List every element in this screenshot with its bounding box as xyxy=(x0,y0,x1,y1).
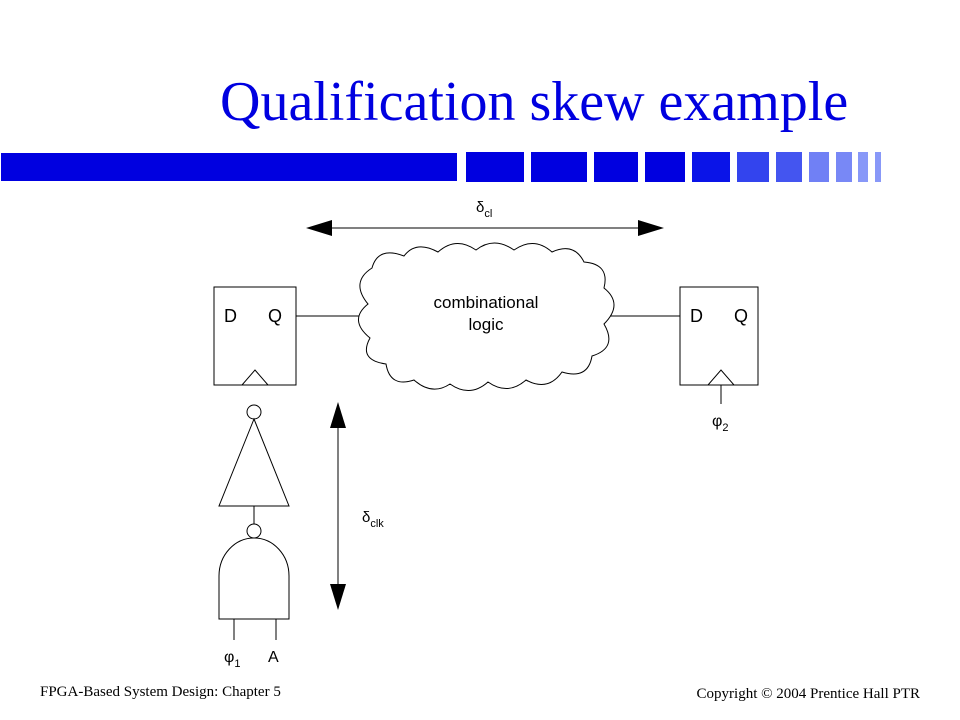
cloud-label-line1: combinational xyxy=(434,293,539,312)
bar-block xyxy=(776,152,802,182)
slide-title: Qualification skew example xyxy=(220,71,849,133)
ff-right-q-label: Q xyxy=(734,306,748,326)
bar-block xyxy=(737,152,769,182)
cloud-label-line2: logic xyxy=(469,315,504,334)
delta-clk-arrow xyxy=(330,402,346,610)
bar-block xyxy=(645,152,685,182)
input-a-label: A xyxy=(268,649,279,666)
bar-block xyxy=(466,152,524,182)
phi1-label: φ1 xyxy=(224,649,241,670)
delta-cl-label: δcl xyxy=(476,199,492,220)
delta-cl-arrow xyxy=(306,220,664,236)
bar-block xyxy=(809,152,829,182)
nand-output-bubble xyxy=(246,523,262,539)
flip-flop-left xyxy=(213,286,297,386)
bar-block xyxy=(836,152,852,182)
footer-chapter: FPGA-Based System Design: Chapter 5 xyxy=(40,684,281,700)
footer-copyright: Copyright © 2004 Prentice Hall PTR xyxy=(696,686,920,702)
bar-block xyxy=(875,152,881,182)
inverter-output-bubble xyxy=(246,404,262,420)
decorative-bars xyxy=(0,151,881,183)
bar-block xyxy=(594,152,638,182)
ff-left-d-label: D xyxy=(224,306,237,326)
bar-block xyxy=(531,152,587,182)
bar-long xyxy=(0,151,459,183)
bar-block xyxy=(858,152,868,182)
combinational-logic-cloud xyxy=(358,242,615,391)
clock-buffer xyxy=(218,417,290,507)
bar-block xyxy=(692,152,730,182)
ff-right-d-label: D xyxy=(690,306,703,326)
flip-flop-right xyxy=(679,286,759,386)
ff-left-q-label: Q xyxy=(268,306,282,326)
delta-clk-label: δclk xyxy=(362,509,384,530)
phi2-label: φ2 xyxy=(712,413,729,434)
nand-gate xyxy=(218,537,290,620)
